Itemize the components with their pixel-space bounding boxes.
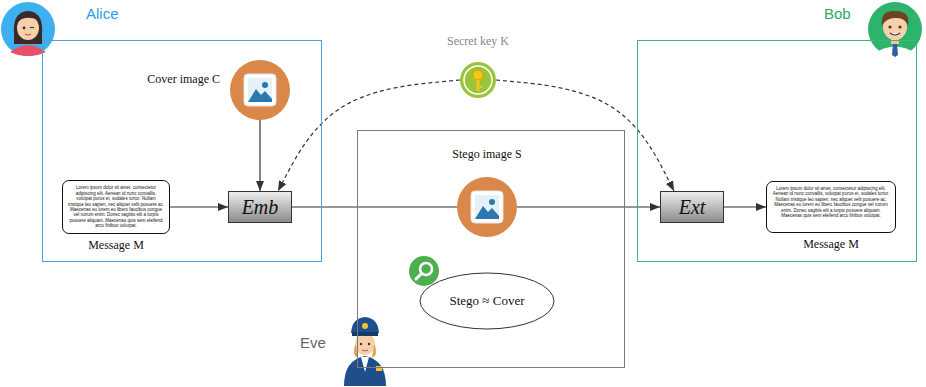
message-label: Message M [747, 237, 915, 252]
key-link [496, 80, 674, 191]
photo-sun [262, 82, 268, 88]
icon-disc [230, 60, 290, 120]
bob-avatar [868, 2, 922, 57]
embed-label: Emb [242, 196, 279, 219]
alice-avatar [1, 2, 55, 56]
photo-frame [471, 191, 503, 223]
image-outline [457, 177, 517, 237]
flow-arrow [170, 206, 228, 207]
extract-label: Ext [679, 196, 706, 219]
eve-region: Stego image SStego ≈ CoverEve [357, 130, 625, 368]
key-shaft [477, 80, 480, 91]
eve-police-figure [344, 317, 386, 386]
icon-disc [457, 177, 517, 237]
extract-box: Ext [660, 191, 724, 223]
party-name: Eve [300, 334, 326, 351]
key-bow [473, 70, 483, 80]
flow-arrow [517, 206, 660, 207]
message-box: Lorem ipsum dolor sit amet, consectetur … [766, 181, 896, 233]
photo-sky [248, 78, 272, 102]
key-ring [464, 66, 492, 94]
alice-region: Lorem ipsum dolor sit amet, consectetur … [42, 40, 322, 262]
photo-mountain [248, 89, 272, 102]
bob-region: Ext Lorem ipsum dolor sit amet, consectet… [637, 40, 917, 262]
photo-mountain [475, 206, 499, 219]
key-outline [460, 62, 496, 98]
image-outline [230, 60, 290, 120]
key-bit [480, 86, 483, 88]
message-body: Lorem ipsum dolor sit amet, consectetur … [68, 185, 164, 228]
secret-key-label: Secret key K [418, 34, 538, 49]
embed-box: Emb [228, 191, 292, 223]
party-name: Bob [824, 5, 851, 22]
photo-sky [475, 195, 499, 219]
flow-arrow [259, 120, 260, 191]
magnifier-icon [409, 256, 439, 286]
secret-key-icon: Secret key K [460, 62, 496, 98]
stego-image-icon: Stego image S [457, 177, 517, 237]
stego-image-label: Stego image S [417, 147, 557, 162]
message-box: Lorem ipsum dolor sit amet, consectetur … [62, 180, 170, 233]
photo-frame [244, 74, 276, 106]
flow-arrow [724, 206, 766, 207]
photo-sun [489, 199, 495, 205]
key-disc [460, 62, 496, 98]
comparison-ellipse: Stego ≈ Cover [419, 272, 555, 330]
cover-image-icon: Cover image C [230, 60, 290, 120]
flow-arrow [292, 206, 457, 207]
message-body: Lorem ipsum dolor sit amet, consectetur … [772, 186, 890, 218]
cover-image-label: Cover image C [146, 72, 220, 87]
key-link [278, 80, 460, 191]
ellipse-shape [420, 273, 554, 329]
party-name: Alice [86, 5, 119, 22]
message-label: Message M [43, 238, 189, 253]
comparison-text: Stego ≈ Cover [449, 293, 524, 309]
